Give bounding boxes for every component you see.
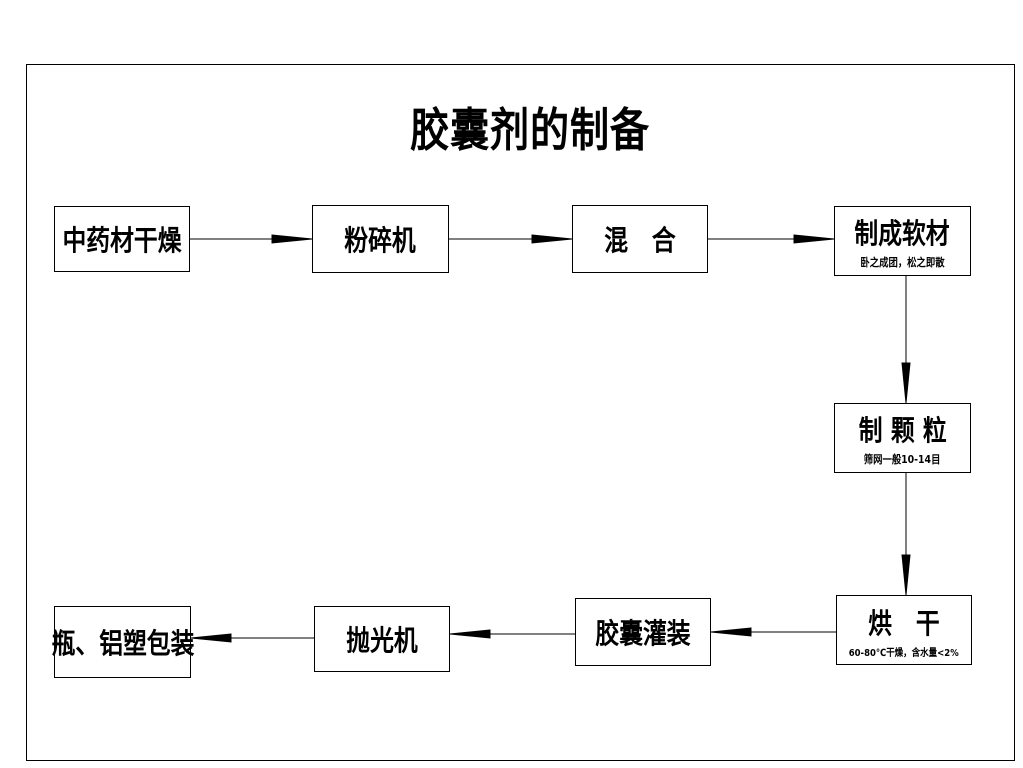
- step-granule-label: 制 颗 粒: [858, 414, 947, 447]
- step-bake-box: 烘 干 60-80℃干燥，含水量<2%: [836, 595, 972, 665]
- step-fill-label: 胶囊灌装: [595, 617, 691, 650]
- step-pack-label: 瓶、铝塑包装: [51, 627, 194, 660]
- arrow-crush-to-mix-head: [531, 234, 573, 244]
- step-crush-box: 粉碎机: [312, 205, 449, 273]
- arrow-polish-to-pack-head: [190, 633, 232, 643]
- step-fill-box: 胶囊灌装: [575, 598, 711, 666]
- step-crush-label: 粉碎机: [344, 224, 417, 257]
- diagram-title: 胶囊剂的制备: [410, 103, 650, 157]
- arrow-soft-to-granule-head: [901, 362, 911, 404]
- diagram-frame: [26, 64, 1015, 761]
- step-soft-note: 卧之成团，松之即散: [860, 256, 945, 269]
- arrow-bake-to-fill-head: [710, 627, 752, 637]
- step-bake-note: 60-80℃干燥，含水量<2%: [848, 647, 960, 659]
- step-soft-box: 制成软材 卧之成团，松之即散: [834, 206, 971, 276]
- step-granule-box: 制 颗 粒 筛网一般10-14目: [834, 403, 971, 473]
- arrow-fill-to-polish-head: [449, 629, 491, 639]
- step-bake-label: 烘 干: [868, 606, 940, 640]
- step-polish-box: 抛光机: [314, 606, 450, 672]
- step-mix-box: 混 合: [572, 205, 708, 273]
- arrow-granule-to-bake-head: [901, 554, 911, 596]
- arrow-mix-to-soft-head: [793, 234, 835, 244]
- step-granule-note: 筛网一般10-14目: [864, 453, 941, 466]
- step-soft-label: 制成软材: [854, 217, 951, 250]
- step-dry-box: 中药材干燥: [54, 206, 190, 272]
- step-mix-label: 混 合: [604, 224, 676, 257]
- arrow-dry-to-crush-head: [271, 234, 313, 244]
- step-polish-label: 抛光机: [346, 624, 418, 657]
- step-dry-label: 中药材干燥: [62, 224, 182, 257]
- step-pack-box: 瓶、铝塑包装: [51, 606, 194, 678]
